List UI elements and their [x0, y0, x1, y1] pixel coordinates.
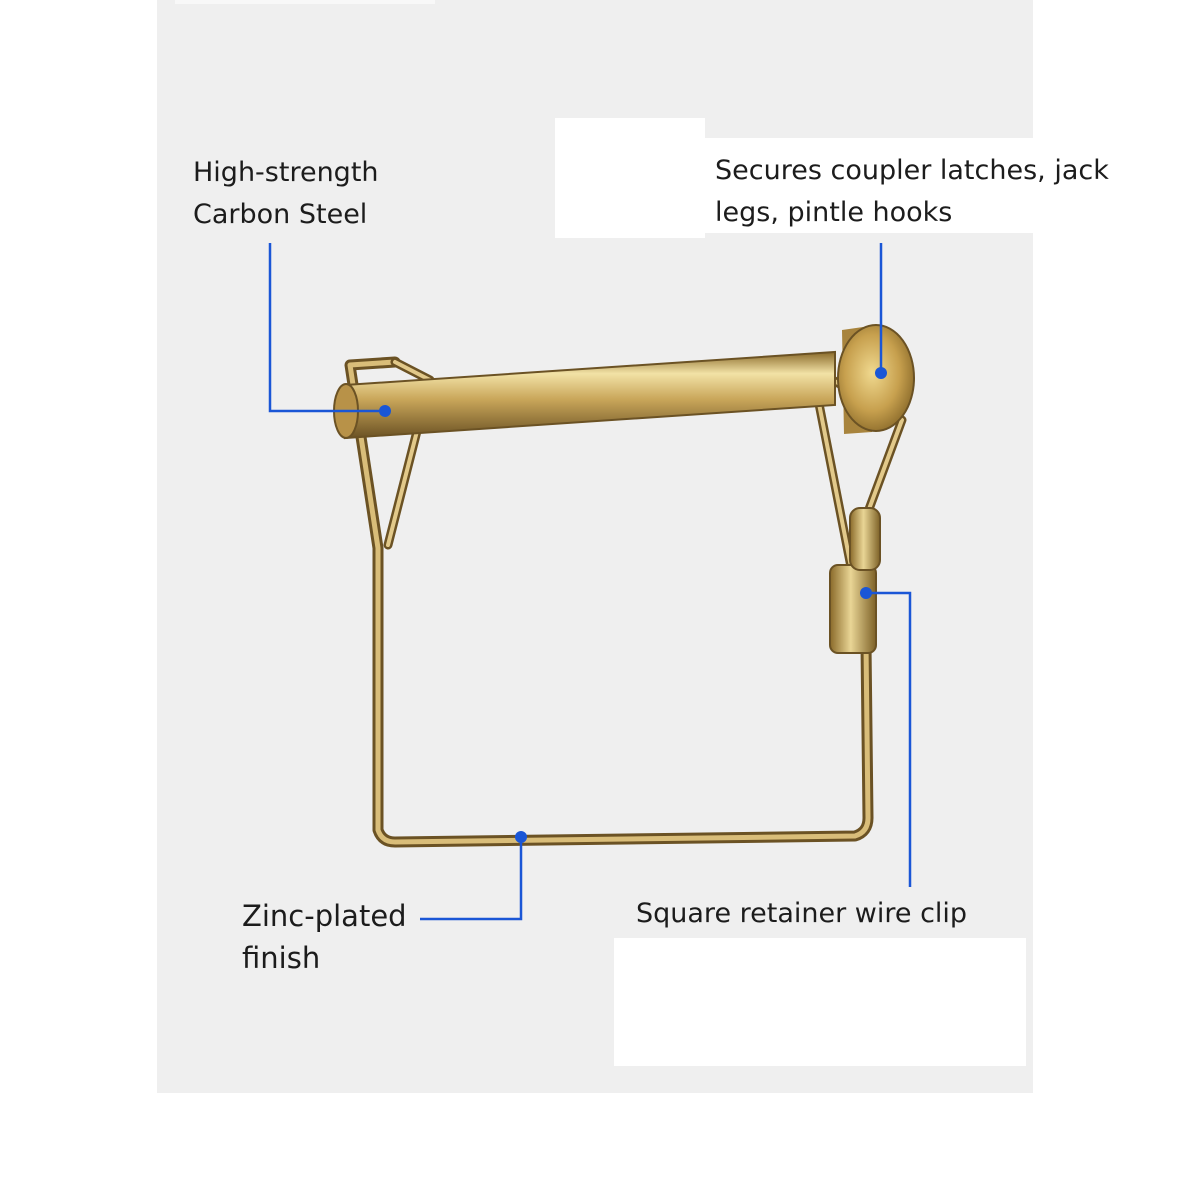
top-strip — [175, 0, 435, 4]
callout-line-clip — [866, 591, 912, 887]
callout-dot-material — [379, 405, 391, 417]
callout-finish: Zinc-plated finish — [242, 895, 407, 979]
callout-finish-line2: finish — [242, 941, 321, 975]
callout-clip: Square retainer wire clip — [636, 893, 967, 935]
wire-clip — [344, 356, 907, 848]
callout-clip-line1: Square retainer wire clip — [636, 898, 968, 929]
callout-application-line2: legs, pintle hooks — [715, 197, 953, 228]
callout-dot-clip — [860, 587, 872, 599]
callout-dot-finish — [515, 831, 527, 843]
label-backdrop — [614, 938, 1026, 1066]
pin-head — [837, 324, 915, 434]
callout-application-line1: Secures coupler latches, jack — [715, 155, 1109, 186]
callout-application: Secures coupler latches, jack legs, pint… — [715, 150, 1109, 234]
label-backdrop — [705, 138, 1121, 233]
callout-lines — [268, 243, 912, 921]
callout-material-line2: Carbon Steel — [193, 199, 368, 230]
callout-dot-application — [875, 367, 887, 379]
callout-finish-line1: Zinc-plated — [242, 899, 407, 933]
callout-line-material — [268, 243, 385, 413]
callout-material: High-strength Carbon Steel — [193, 152, 379, 236]
callout-dots — [379, 367, 887, 843]
callout-material-line1: High-strength — [193, 157, 379, 188]
callout-line-finish — [420, 837, 523, 921]
clip-sleeve — [829, 507, 881, 654]
label-backdrop — [555, 118, 705, 238]
